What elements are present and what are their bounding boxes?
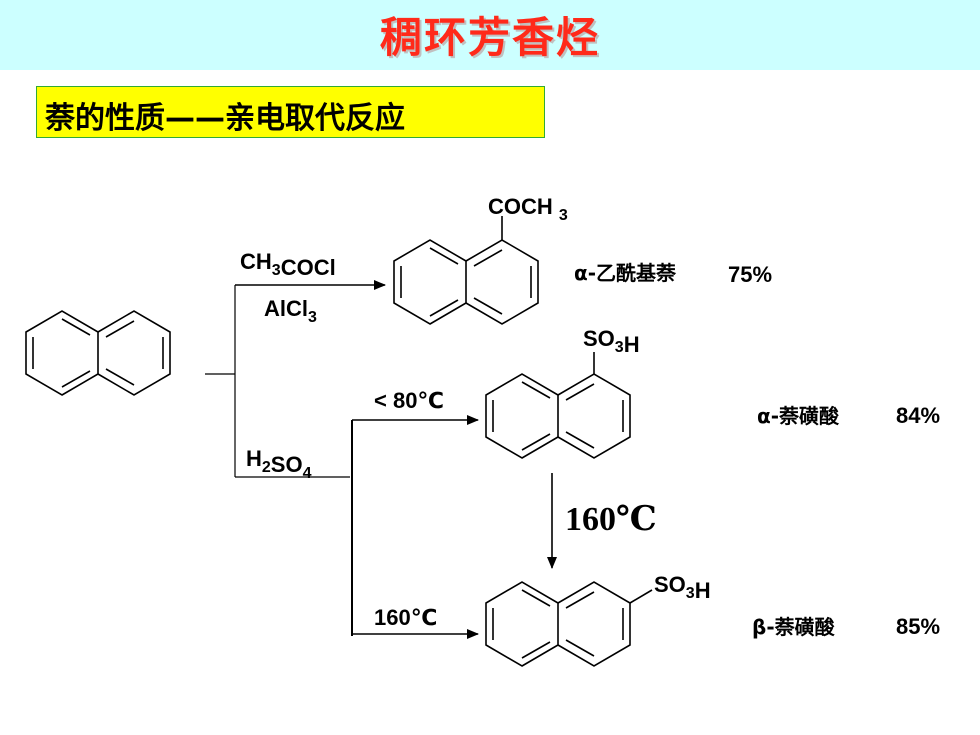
page-title: 稠环芳香烃 (379, 13, 600, 62)
acetyl-substituent: COCH 3 (488, 194, 568, 224)
product-1-yield: 75% (728, 262, 772, 287)
sulfonic-beta-substituent: SO3H (654, 572, 711, 603)
product-3-name: β-萘磺酸 (752, 615, 836, 639)
naphthalene-acetyl (393, 216, 539, 325)
naphthalene-start (25, 310, 171, 396)
product-2-yield: 84% (896, 403, 940, 428)
product-3-yield: 85% (896, 614, 940, 639)
title-bar: 稠环芳香烃 (0, 0, 980, 70)
branch-lines (205, 280, 557, 639)
rearrangement-temp: 160℃ (565, 501, 657, 538)
sulfonic-alpha-substituent: SO3H (583, 326, 640, 357)
naphthalene-beta-sulfonic (485, 581, 653, 667)
naphthalene-alpha-sulfonic (485, 352, 631, 459)
condition-high-temp: 160℃ (374, 605, 437, 630)
product-2-name: α-萘磺酸 (757, 404, 840, 428)
condition-low-temp: < 80℃ (374, 388, 444, 413)
product-1-name: α-乙酰基萘 (574, 261, 677, 285)
reagent-ch3cocl: CH3COCl (240, 249, 336, 280)
catalyst-alcl3: AlCl3 (264, 296, 317, 326)
subtitle-text: 萘的性质——亲电取代反应 (45, 101, 405, 136)
reagent-h2so4: H2SO4 (246, 446, 312, 482)
subtitle-box: 萘的性质——亲电取代反应 (36, 86, 545, 138)
